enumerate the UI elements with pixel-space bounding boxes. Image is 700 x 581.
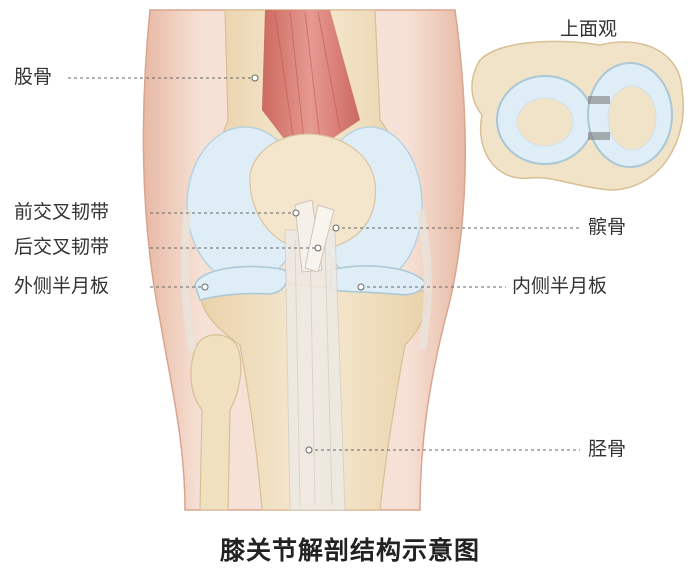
medial-collateral-ligament-shape [416, 209, 432, 351]
quadriceps-muscle-shape [262, 10, 360, 160]
medial-meniscus-shape [329, 265, 426, 296]
lateral-collateral-ligament-shape [180, 209, 196, 351]
label-pcl: 后交叉韧带 [14, 236, 110, 258]
label-femur: 股骨 [14, 66, 53, 88]
fibula-shape [190, 334, 242, 511]
patella-shape [249, 133, 377, 251]
label-patella: 髌骨 [588, 216, 627, 238]
label-lateral-meniscus: 外侧半月板 [14, 275, 110, 297]
patellar-tendon-shape [284, 229, 346, 511]
leader-lines [68, 77, 580, 451]
label-medial-meniscus: 内侧半月板 [512, 275, 608, 297]
label-acl: 前交叉韧带 [14, 201, 110, 223]
label-tibia: 胫骨 [588, 438, 627, 460]
pcl-shape [304, 204, 335, 273]
leader-dots [201, 74, 365, 454]
diagram-title: 膝关节解剖结构示意图 [219, 536, 480, 565]
inset-title: 上面观 [560, 18, 618, 40]
inset-superior-view [471, 40, 684, 191]
